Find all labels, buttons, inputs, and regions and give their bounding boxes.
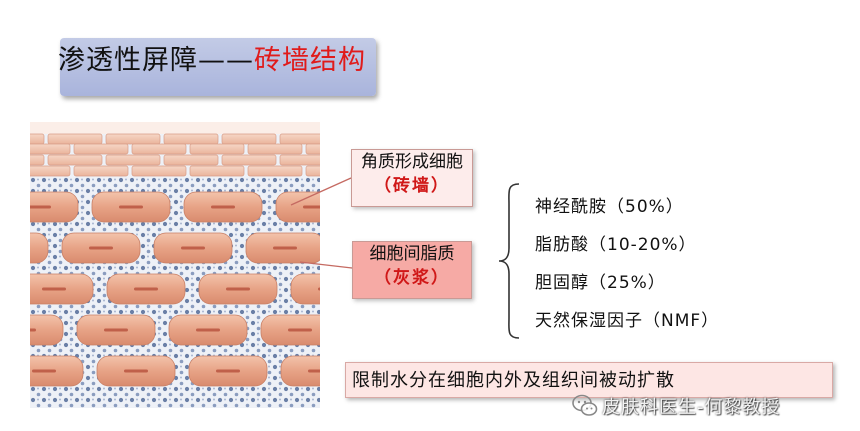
brick-nucleus xyxy=(89,246,113,250)
corneocyte-brick xyxy=(280,355,320,387)
brick-nucleus xyxy=(303,205,320,209)
surface-flake xyxy=(47,133,103,145)
brick-nucleus xyxy=(226,287,250,291)
surface-flake xyxy=(189,143,245,155)
corneocyte-brick xyxy=(30,314,64,346)
corneocyte-label: 角质形成细胞 xyxy=(361,152,463,172)
surface-flake xyxy=(247,143,303,155)
surface-flake xyxy=(30,143,71,155)
component-item: 脂肪酸（10-20%） xyxy=(535,235,697,255)
surface-flake xyxy=(163,154,219,166)
surface-flake xyxy=(305,165,320,177)
surface-flake xyxy=(73,165,129,177)
brick-wall-diagram xyxy=(30,122,320,408)
brick-nucleus xyxy=(196,328,220,332)
watermark-text: 皮肤科医生-何黎教授 xyxy=(602,397,781,418)
lipid-analogy: （灰浆） xyxy=(374,268,450,288)
corneocyte-bricks xyxy=(30,191,320,387)
watermark: 皮肤科医生-何黎教授 xyxy=(572,391,842,421)
surface-flake xyxy=(279,133,320,145)
footer-text: 限制水分在细胞内外及组织间被动扩散 xyxy=(352,370,675,391)
surface-flake xyxy=(189,165,245,177)
brick-nucleus xyxy=(32,369,56,373)
surface-flake xyxy=(105,154,161,166)
corneocyte-brick xyxy=(290,273,320,305)
surface-flake xyxy=(105,133,161,145)
stratum-corneum-surface xyxy=(30,122,320,177)
brick-nucleus xyxy=(211,205,235,209)
brick-nucleus xyxy=(30,328,36,332)
corneocyte-callout: 角质形成细胞 （砖墙） xyxy=(351,149,473,207)
surface-flake xyxy=(47,154,103,166)
component-item: 天然保湿因子（NMF） xyxy=(535,311,720,331)
surface-flake xyxy=(221,133,277,145)
brick-nucleus xyxy=(216,369,240,373)
surface-flake xyxy=(279,154,320,166)
wechat-icon xyxy=(572,394,598,416)
surface-flake xyxy=(30,133,45,145)
surface-flake xyxy=(131,165,187,177)
corneocyte-brick xyxy=(30,191,79,223)
lipid-callout: 细胞间脂质 （灰浆） xyxy=(352,241,472,299)
corneocyte-analogy: （砖墙） xyxy=(374,176,450,196)
brick-nucleus xyxy=(30,205,51,209)
component-item: 胆固醇（25%） xyxy=(535,273,666,293)
lipid-label: 细胞间脂质 xyxy=(369,244,455,264)
surface-flake xyxy=(131,143,187,155)
surface-flake xyxy=(73,143,129,155)
component-item: 神经酰胺（50%） xyxy=(535,197,684,217)
title-banner xyxy=(60,38,376,96)
surface-flake xyxy=(305,143,320,155)
corneocyte-brick xyxy=(30,355,84,387)
curly-brace xyxy=(498,183,520,339)
surface-flake xyxy=(247,165,303,177)
brick-nucleus xyxy=(308,369,320,373)
corneocyte-brick xyxy=(30,232,49,264)
surface-flake xyxy=(30,154,45,166)
brick-nucleus xyxy=(104,328,128,332)
title-prefix: 渗透性屏障—— xyxy=(58,45,254,76)
surface-flake xyxy=(163,133,219,145)
brick-nucleus xyxy=(318,287,320,291)
brick-nucleus xyxy=(124,369,148,373)
brick-nucleus xyxy=(42,287,66,291)
brick-nucleus xyxy=(134,287,158,291)
surface-flake xyxy=(221,154,277,166)
page-title: 渗透性屏障——砖墙结构 xyxy=(58,38,366,77)
lipid-components-list: 神经酰胺（50%） 脂肪酸（10-20%） 胆固醇（25%） 天然保湿因子（NM… xyxy=(535,188,719,340)
brick-nucleus xyxy=(181,246,205,250)
surface-flake xyxy=(30,165,71,177)
title-highlight: 砖墙结构 xyxy=(254,45,366,76)
brick-nucleus xyxy=(288,328,312,332)
brick-nucleus xyxy=(273,246,297,250)
brick-nucleus xyxy=(119,205,143,209)
